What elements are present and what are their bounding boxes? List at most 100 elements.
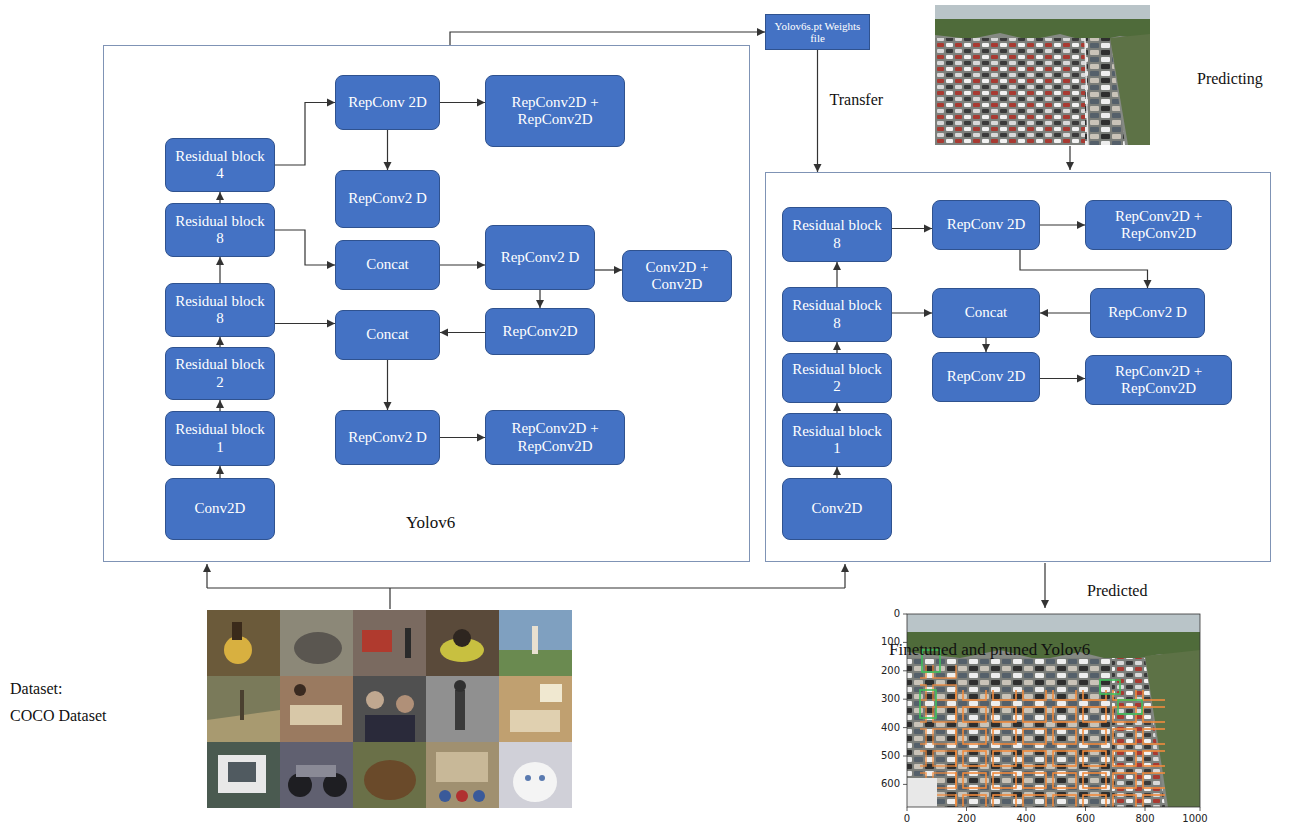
- box-label: RepConv2 D: [501, 249, 580, 266]
- box-label: RepConv2D + RepConv2D: [1091, 208, 1226, 243]
- box-label: Concat: [965, 304, 1008, 321]
- arrow-connector: [892, 312, 932, 313]
- layer-box: Residual block 8: [165, 203, 275, 257]
- arrow-connector: [1020, 250, 1148, 288]
- axis-tick-label: 100: [868, 636, 900, 647]
- arrow-connector: [450, 32, 765, 45]
- panel-frame: Finetuned and pruned Yolov6Conv2DResidua…: [765, 172, 1271, 562]
- weights-file-box: Yolov6s.pt Weights file: [765, 14, 870, 50]
- box-label: Conv2D: [812, 500, 863, 517]
- arrow-connector: [539, 290, 540, 308]
- layer-box: Residual block 1: [165, 411, 275, 466]
- annotation: Predicted: [1087, 582, 1147, 600]
- layer-box: Residual block 8: [165, 283, 275, 337]
- box-label: RepConv2 D: [348, 190, 427, 207]
- box-label: Residual block 8: [171, 293, 269, 328]
- arrow-connector: [440, 264, 485, 265]
- box-label: Conv2D + Conv2D: [628, 259, 726, 294]
- arrow-connector: [817, 50, 818, 172]
- panel-title: Finetuned and pruned Yolov6: [889, 640, 1090, 660]
- layer-box: Concat: [335, 310, 440, 360]
- axis-tick-label: 500: [868, 750, 900, 761]
- arrow-connector: [387, 130, 388, 170]
- axis-tick-label: 300: [868, 693, 900, 704]
- arrow-connector: [219, 400, 220, 411]
- arrow-connector: [219, 337, 220, 347]
- arrow-connector: [440, 332, 485, 333]
- annotation: COCO Dataset: [10, 707, 106, 725]
- axis-tick-label: 600: [868, 778, 900, 789]
- axis-tick-label: 0: [868, 608, 900, 619]
- layer-box: Concat: [932, 288, 1040, 338]
- arrow-connector: [219, 257, 220, 283]
- axis-tick-label: 200: [947, 813, 987, 824]
- box-label: RepConv 2D: [348, 94, 427, 111]
- box-label: RepConv2 D: [348, 429, 427, 446]
- box-label: Residual block 1: [171, 421, 269, 456]
- arrow-connector: [440, 102, 485, 103]
- layer-box: RepConv2D + RepConv2D: [1085, 355, 1232, 405]
- box-label: Residual block 2: [171, 356, 269, 391]
- arrow-connector: [836, 403, 837, 413]
- layer-box: RepConv2D + RepConv2D: [485, 410, 625, 465]
- layer-box: Residual block 8: [782, 287, 892, 342]
- layer-box: RepConv2 D: [485, 225, 595, 290]
- layer-box: RepConv2 D: [1090, 288, 1205, 338]
- axis-tick-label: 400: [1006, 813, 1046, 824]
- layer-box: RepConv2D + RepConv2D: [1085, 200, 1232, 250]
- layer-box: RepConv 2D: [932, 200, 1040, 250]
- layer-box: RepConv 2D: [335, 75, 440, 130]
- layer-box: RepConv 2D: [932, 352, 1040, 402]
- box-label: Conv2D: [195, 500, 246, 517]
- box-label: Concat: [366, 326, 409, 343]
- box-label: RepConv2 D: [1108, 304, 1187, 321]
- arrow-connector: [219, 192, 220, 203]
- axis-tick-label: 200: [868, 665, 900, 676]
- arrow-connector: [275, 230, 335, 265]
- box-label: RepConv 2D: [947, 368, 1026, 385]
- layer-box: Conv2D: [165, 478, 275, 540]
- panel-title: Yolov6: [406, 513, 455, 533]
- box-label: RepConv2D + RepConv2D: [491, 420, 619, 455]
- axis-tick-label: 600: [1066, 813, 1106, 824]
- arrow-connector: [836, 467, 837, 478]
- arrow-connector: [836, 262, 837, 287]
- arrow-connector: [595, 269, 622, 270]
- layer-box: Conv2D: [782, 478, 892, 540]
- layer-box: RepConv2 D: [335, 410, 440, 465]
- box-label: Residual block 8: [788, 217, 886, 252]
- arrow-connector: [1040, 224, 1085, 225]
- layer-box: Concat: [335, 240, 440, 290]
- box-label: Residual block 8: [788, 297, 886, 332]
- layer-box: Conv2D + Conv2D: [622, 250, 732, 302]
- axis-tick-label: 1000: [1175, 813, 1215, 824]
- box-label: RepConv2D: [503, 323, 578, 340]
- connector-label: Transfer: [830, 91, 884, 109]
- layer-box: Residual block 4: [165, 138, 275, 192]
- box-label: Residual block 1: [788, 423, 886, 458]
- axis-tick-label: 400: [868, 722, 900, 733]
- box-label: Residual block 4: [171, 148, 269, 183]
- box-label: Residual block 2: [788, 361, 886, 396]
- box-label: RepConv2D + RepConv2D: [491, 94, 619, 129]
- panel-frame: Yolov6 Conv2D Residual block 1 Residual blo…: [103, 45, 750, 562]
- annotation: Dataset:: [10, 680, 62, 698]
- axis-tick-label: 0: [887, 813, 927, 824]
- arrow-connector: [836, 342, 837, 353]
- layer-box: Residual block 1: [782, 413, 892, 467]
- box-label: Concat: [366, 256, 409, 273]
- arrow-connector: [1040, 378, 1085, 379]
- arrow-connector: [275, 323, 335, 324]
- box-label: RepConv2D + RepConv2D: [1091, 363, 1226, 398]
- arrow-connector: [985, 338, 986, 352]
- arrow-connector: [275, 103, 335, 166]
- axis-tick-label: 800: [1125, 813, 1165, 824]
- arrow-connector: [1040, 312, 1090, 313]
- annotation: Predicting: [1197, 70, 1263, 88]
- layer-box: Residual block 2: [165, 347, 275, 400]
- layer-box: Residual block 2: [782, 353, 892, 403]
- layer-box: RepConv2 D: [335, 170, 440, 228]
- box-label: Yolov6s.pt Weights file: [769, 20, 866, 44]
- box-label: RepConv 2D: [947, 216, 1026, 233]
- arrow-connector: [219, 466, 220, 478]
